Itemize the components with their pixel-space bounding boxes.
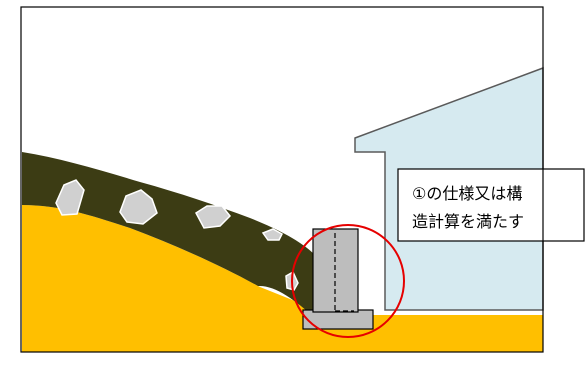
callout-line-2: 造計算を満たす	[412, 212, 524, 231]
rock-1	[55, 179, 85, 216]
callout-line-1: ①の仕様又は構	[412, 184, 522, 203]
rock-3	[195, 205, 232, 229]
diagram-frame	[20, 6, 544, 353]
rock-4	[261, 228, 283, 241]
soil-ground	[22, 205, 543, 352]
callout-box	[397, 168, 585, 242]
retaining-wall-icon	[302, 228, 374, 330]
rock-icon	[55, 179, 299, 291]
slope-vegetation	[22, 152, 315, 318]
rock-2	[119, 189, 158, 225]
highlight-circle	[291, 224, 405, 338]
